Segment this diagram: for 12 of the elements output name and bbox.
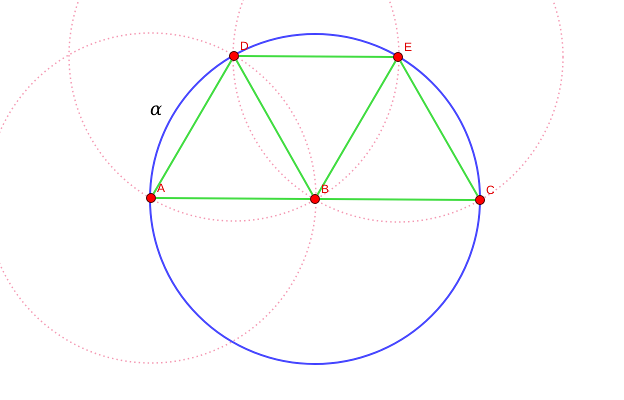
line-segment — [316, 60, 396, 196]
point-label: E — [404, 41, 412, 54]
line-segment — [156, 197, 310, 200]
line-segment — [239, 55, 393, 58]
point-label: C — [486, 184, 495, 197]
line-segment — [236, 60, 314, 196]
point-label: B — [321, 183, 330, 196]
line-segment — [320, 198, 475, 201]
circle-label: α — [150, 100, 162, 120]
line-segment — [400, 60, 478, 196]
line-segment — [152, 60, 232, 194]
point-label: A — [157, 182, 166, 195]
